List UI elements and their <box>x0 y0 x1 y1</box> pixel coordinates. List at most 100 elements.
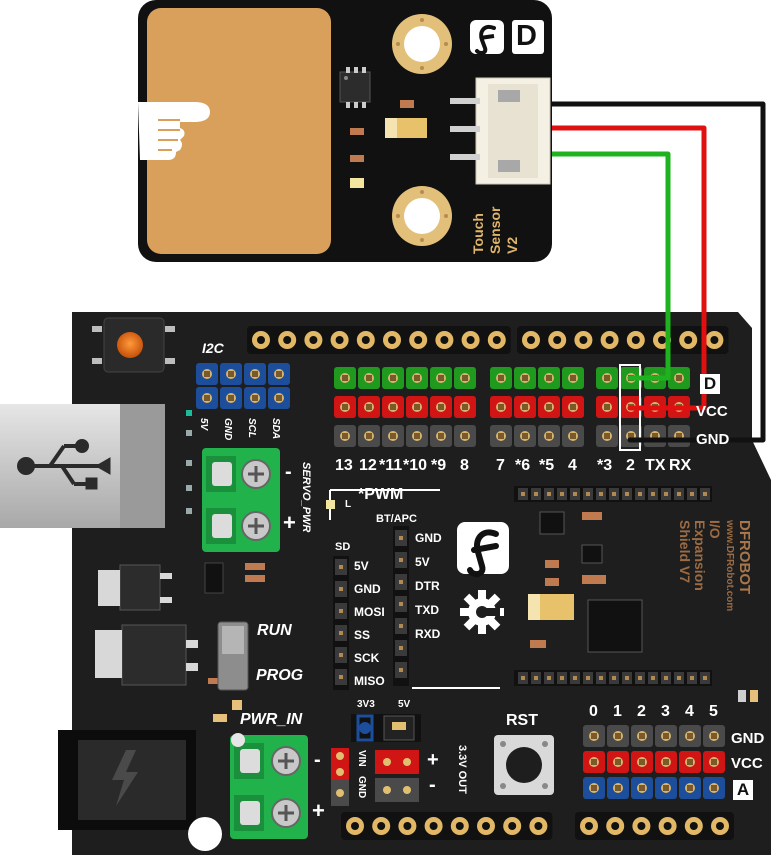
bt-pin[interactable] <box>395 596 407 612</box>
row-vcc-label: VCC <box>696 403 728 420</box>
vcc-pin[interactable] <box>406 396 428 418</box>
bt-pin[interactable] <box>395 618 407 634</box>
vcc-pin[interactable] <box>454 396 476 418</box>
i2c-pin[interactable] <box>196 387 218 409</box>
vcc-pin[interactable] <box>382 396 404 418</box>
analog-gnd-pin[interactable] <box>607 725 629 747</box>
gnd-pin[interactable] <box>644 425 666 447</box>
i2c-pin[interactable] <box>244 387 266 409</box>
gnd-pin[interactable] <box>490 425 512 447</box>
analog-gnd-pin[interactable] <box>631 725 653 747</box>
analog-signal-pin[interactable] <box>655 777 677 799</box>
orange-button[interactable] <box>117 332 143 358</box>
mounting-hole <box>188 817 222 851</box>
analog-signal-pin[interactable] <box>703 777 725 799</box>
run-prog-switch[interactable] <box>217 621 249 691</box>
bt-apc-header[interactable] <box>393 526 409 686</box>
bt-pin[interactable] <box>395 530 407 546</box>
vcc-pin[interactable] <box>334 396 356 418</box>
i2c-pin[interactable] <box>268 387 290 409</box>
analog-gnd-pin[interactable] <box>655 725 677 747</box>
sd-pin[interactable] <box>335 647 347 663</box>
power-input-terminal[interactable] <box>230 735 308 839</box>
gnd-pin[interactable] <box>668 425 690 447</box>
out-connector[interactable] <box>375 750 419 802</box>
analog-signal-pin[interactable] <box>607 777 629 799</box>
vin-connector[interactable] <box>331 748 349 806</box>
sensor-logo-letter: D <box>516 20 537 52</box>
header-pad <box>632 817 651 835</box>
signal-pin[interactable] <box>454 367 476 389</box>
sd-header[interactable] <box>333 556 349 690</box>
vcc-pin[interactable] <box>538 396 560 418</box>
gnd-pin[interactable] <box>596 425 618 447</box>
signal-pin[interactable] <box>668 367 690 389</box>
sd-pin[interactable] <box>335 625 347 641</box>
servo-power-terminal[interactable] <box>202 448 280 552</box>
i2c-header[interactable] <box>196 363 290 409</box>
bt-pin[interactable] <box>395 662 407 678</box>
bt-pin[interactable] <box>395 640 407 656</box>
servo-minus: - <box>285 461 292 483</box>
analog-gnd-pin[interactable] <box>679 725 701 747</box>
sd-pin[interactable] <box>335 581 347 597</box>
signal-pin[interactable] <box>538 367 560 389</box>
i2c-pin[interactable] <box>196 363 218 385</box>
analog-badge-a: A <box>733 780 753 800</box>
signal-pin[interactable] <box>334 367 356 389</box>
i2c-pin[interactable] <box>220 363 242 385</box>
signal-pin[interactable] <box>596 367 618 389</box>
analog-io-header[interactable] <box>583 725 725 799</box>
signal-pin[interactable] <box>514 367 536 389</box>
gnd-pin[interactable] <box>454 425 476 447</box>
analog-signal-pin[interactable] <box>679 777 701 799</box>
gnd-pin[interactable] <box>382 425 404 447</box>
gnd-pin[interactable] <box>334 425 356 447</box>
i2c-pin[interactable] <box>220 387 242 409</box>
gnd-pin[interactable] <box>406 425 428 447</box>
gnd-pin[interactable] <box>562 425 584 447</box>
vcc-pin[interactable] <box>430 396 452 418</box>
header-pad <box>522 331 540 349</box>
analog-vcc-pin[interactable] <box>607 751 629 773</box>
analog-gnd-pin[interactable] <box>583 725 605 747</box>
analog-vcc-pin[interactable] <box>703 751 725 773</box>
analog-vcc-pin[interactable] <box>655 751 677 773</box>
i2c-pin[interactable] <box>268 363 290 385</box>
gnd-pin[interactable] <box>430 425 452 447</box>
signal-pin[interactable] <box>430 367 452 389</box>
sd-pin[interactable] <box>335 559 347 575</box>
analog-vcc-pin[interactable] <box>631 751 653 773</box>
i2c-pin[interactable] <box>244 363 266 385</box>
digital-io-header[interactable] <box>334 367 690 447</box>
voltage-jumper[interactable] <box>351 714 421 742</box>
analog-vcc-pin[interactable] <box>679 751 701 773</box>
gnd-pin[interactable] <box>514 425 536 447</box>
strip-pin <box>609 672 619 684</box>
signal-pin[interactable] <box>562 367 584 389</box>
gnd-pin[interactable] <box>620 425 642 447</box>
sensor-name: Touch Sensor V2 <box>470 207 521 254</box>
header-pad <box>409 331 428 349</box>
signal-pin[interactable] <box>490 367 512 389</box>
bt-pin[interactable] <box>395 552 407 568</box>
sd-pin[interactable] <box>335 669 347 685</box>
sd-pin[interactable] <box>335 603 347 619</box>
vcc-pin[interactable] <box>358 396 380 418</box>
vcc-pin[interactable] <box>490 396 512 418</box>
vcc-pin[interactable] <box>562 396 584 418</box>
analog-vcc-pin[interactable] <box>583 751 605 773</box>
gnd-pin[interactable] <box>358 425 380 447</box>
signal-pin[interactable] <box>406 367 428 389</box>
bt-pin[interactable] <box>395 574 407 590</box>
vcc-pin[interactable] <box>596 396 618 418</box>
reset-button[interactable] <box>494 735 554 795</box>
analog-signal-pin[interactable] <box>631 777 653 799</box>
gnd-pin[interactable] <box>538 425 560 447</box>
signal-pin[interactable] <box>382 367 404 389</box>
analog-signal-pin[interactable] <box>583 777 605 799</box>
header-pad <box>278 331 297 349</box>
analog-gnd-pin[interactable] <box>703 725 725 747</box>
vcc-pin[interactable] <box>514 396 536 418</box>
signal-pin[interactable] <box>358 367 380 389</box>
